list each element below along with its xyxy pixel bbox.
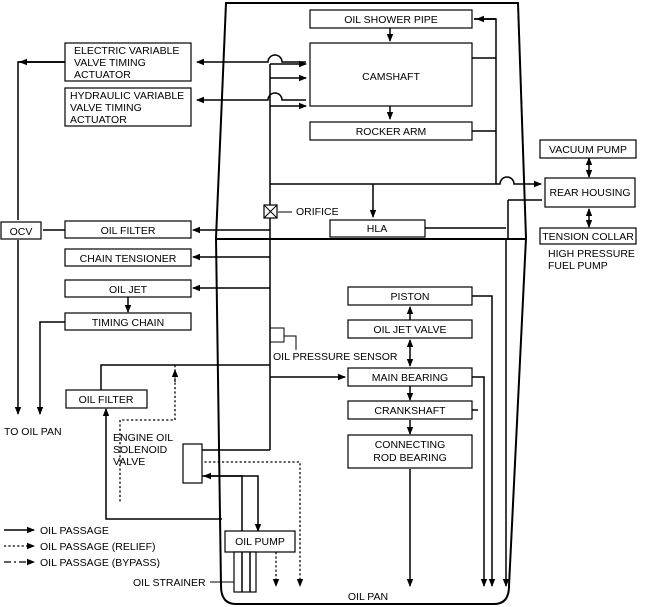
- oil-filter-bottom-label: OIL FILTER: [79, 394, 134, 406]
- timing-chain-label: TIMING CHAIN: [92, 317, 164, 329]
- oil-jet-label: OIL JET: [109, 284, 148, 296]
- legend-oil-passage: OIL PASSAGE: [40, 525, 109, 537]
- hydraulic-vvt-label-1: HYDRAULIC VARIABLE: [70, 90, 184, 102]
- oil-filter-top-label: OIL FILTER: [101, 225, 156, 237]
- connecting-rod-bearing-label-1: CONNECTING: [375, 439, 446, 451]
- vacuum-pump-label: VACUUM PUMP: [549, 144, 627, 156]
- rear-housing-label: REAR HOUSING: [549, 187, 630, 199]
- legend-oil-passage-bypass: OIL PASSAGE (BYPASS): [40, 557, 160, 569]
- engine-outline: [214, 1, 528, 605]
- oil-pressure-sensor-label: OIL PRESSURE SENSOR: [273, 351, 398, 363]
- legend: OIL PASSAGE OIL PASSAGE (RELIEF) OIL PAS…: [4, 525, 160, 569]
- to-oil-pan-label: TO OIL PAN: [4, 426, 62, 438]
- hydraulic-vvt-label-3: ACTUATOR: [70, 114, 127, 126]
- solenoid-valve-label-1: ENGINE OIL: [113, 432, 173, 444]
- solenoid-valve-label-3: VALVE: [113, 456, 145, 468]
- electric-vvt-label-2: VALVE TIMING: [74, 57, 146, 69]
- oil-pump-label: OIL PUMP: [235, 536, 285, 548]
- hydraulic-vvt-label-2: VALVE TIMING: [70, 102, 142, 114]
- oil-passages: [14, 15, 593, 587]
- main-bearing-label: MAIN BEARING: [372, 372, 448, 384]
- hp-fuel-pump-label-1: HIGH PRESSURE: [548, 248, 635, 260]
- piston-label: PISTON: [391, 291, 430, 303]
- rocker-arm-label: ROCKER ARM: [356, 126, 427, 138]
- electric-vvt-label-3: ACTUATOR: [74, 69, 131, 81]
- crankshaft-label: CRANKSHAFT: [374, 405, 446, 417]
- solenoid-valve-label-2: SOLENOID: [113, 444, 168, 456]
- hp-fuel-pump-label-2: FUEL PUMP: [548, 260, 608, 272]
- hla-label: HLA: [367, 223, 387, 235]
- chain-tensioner-label: CHAIN TENSIONER: [80, 253, 177, 265]
- tension-collar-label: TENSION COLLAR: [542, 231, 634, 243]
- oil-pan-label: OIL PAN: [348, 591, 388, 603]
- oil-jet-valve-label: OIL JET VALVE: [373, 324, 446, 336]
- oil-strainer-label: OIL STRAINER: [133, 577, 206, 589]
- boxes: [0, 9, 637, 593]
- ocv-label: OCV: [10, 226, 33, 238]
- oil-shower-pipe-label: OIL SHOWER PIPE: [344, 14, 438, 26]
- diagram-labels: OIL SHOWER PIPE CAMSHAFT ROCKER ARM ELEC…: [4, 14, 635, 603]
- electric-vvt-label-1: ELECTRIC VARIABLE: [74, 45, 179, 57]
- orifice-label: ORIFICE: [296, 206, 339, 218]
- legend-oil-passage-relief: OIL PASSAGE (RELIEF): [40, 541, 156, 553]
- connecting-rod-bearing-label-2: ROD BEARING: [373, 452, 447, 464]
- camshaft-label: CAMSHAFT: [362, 71, 420, 83]
